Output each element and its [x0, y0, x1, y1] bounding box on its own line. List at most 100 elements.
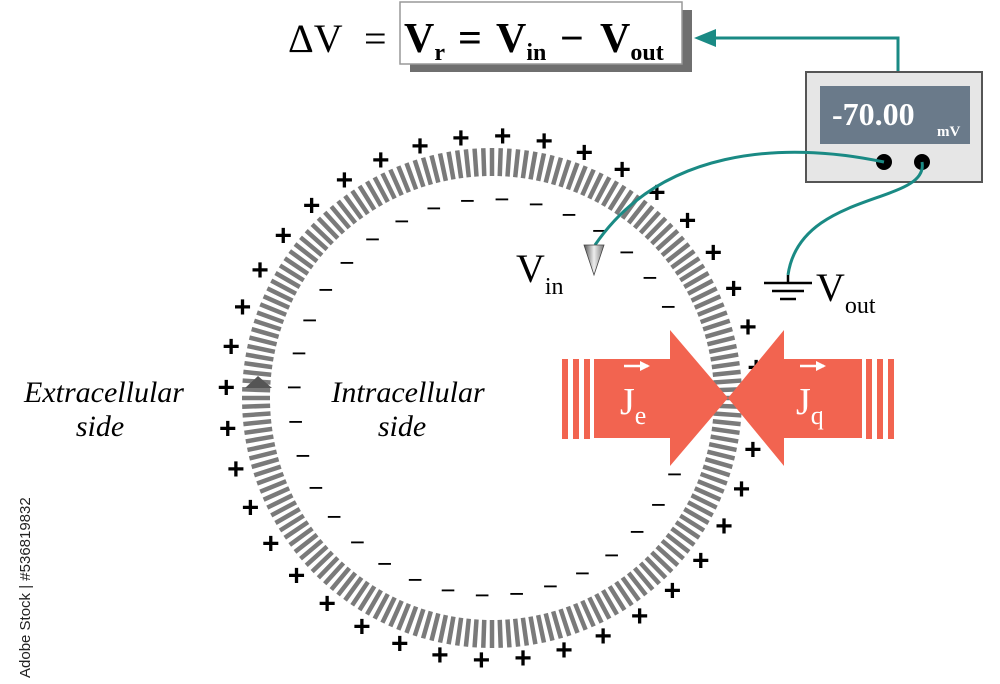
membrane-tick: [512, 618, 521, 647]
membrane-tick: [310, 550, 334, 574]
vin-probe: [583, 244, 605, 277]
membrane-tick: [520, 617, 530, 646]
minus-charge: −: [440, 575, 455, 605]
membrane-tick: [256, 310, 285, 325]
membrane-tick: [638, 561, 661, 586]
equation-lhs: ΔV: [288, 16, 343, 61]
membrane-tick: [660, 235, 685, 258]
membrane-tick: [710, 434, 739, 444]
membrane-tick: [243, 418, 272, 427]
membrane-tick: [702, 318, 731, 332]
minus-charge: −: [509, 578, 524, 608]
watermark-text: Adobe Stock | #536819832: [17, 497, 34, 678]
minus-charge: −: [407, 564, 422, 594]
membrane-tick: [446, 151, 456, 180]
membrane-tick: [412, 608, 426, 637]
equation-box: [399, 1, 683, 65]
plus-charge: +: [411, 130, 429, 163]
membrane-tick: [245, 434, 274, 444]
membrane-tick: [686, 278, 714, 296]
plus-charge: +: [353, 611, 371, 644]
je-label: Je: [620, 361, 650, 430]
plus-charge: +: [692, 544, 710, 577]
membrane-tick: [543, 612, 555, 642]
extracellular-charges: +++++++++++++++++++++++++++++++++++++++: [217, 120, 764, 677]
minus-charge: −: [327, 502, 342, 532]
plus-charge: +: [664, 575, 682, 608]
meter-reading: -70.00: [832, 96, 915, 132]
minus-charge: −: [287, 372, 302, 402]
membrane-tick: [245, 352, 274, 362]
membrane-tick: [396, 602, 411, 631]
plus-charge: +: [303, 189, 321, 222]
membrane-tick: [299, 538, 324, 561]
plus-charge: +: [318, 588, 336, 621]
intracellular-label-line1: Intracellular: [330, 376, 485, 409]
minus-charge: −: [543, 571, 558, 601]
membrane-tick: [283, 520, 310, 540]
membrane-tick: [259, 302, 288, 317]
plus-charge: +: [452, 122, 470, 155]
plus-charge: +: [631, 600, 649, 633]
membrane-tick: [573, 165, 588, 194]
membrane-tick: [650, 222, 674, 246]
membrane-tick: [670, 249, 696, 270]
membrane-tick: [565, 605, 580, 634]
membrane-tick: [372, 176, 390, 204]
membrane-tick: [274, 271, 301, 289]
plus-charge: +: [274, 220, 292, 253]
membrane-tick: [712, 418, 741, 427]
membrane-tick: [650, 550, 674, 574]
membrane-tick: [505, 148, 512, 177]
jq-text: Jq: [796, 381, 824, 430]
membrane-tick: [248, 335, 278, 347]
membrane-tick: [380, 172, 397, 200]
membrane-pore: [245, 376, 272, 388]
membrane-tick: [683, 271, 710, 289]
plus-charge: +: [372, 144, 390, 177]
membrane-tick: [638, 210, 661, 235]
membrane-tick: [270, 500, 298, 518]
membrane-tick: [463, 149, 472, 178]
membrane-tick: [365, 589, 383, 616]
membrane-tick: [512, 149, 521, 178]
membrane-tick: [266, 286, 294, 303]
membrane-tick: [274, 507, 301, 525]
membrane-tick: [259, 479, 288, 494]
membrane-tick: [497, 619, 503, 648]
intracellular-label-line2: side: [378, 410, 426, 443]
membrane-tick: [350, 580, 370, 607]
membrane-tick: [535, 614, 547, 644]
membrane-tick: [626, 571, 648, 597]
membrane-tick: [690, 286, 718, 303]
minus-charge: −: [365, 224, 380, 254]
membrane-tick: [528, 616, 538, 645]
membrane-tick: [665, 532, 691, 554]
membrane-tick: [528, 151, 538, 180]
membrane-tick: [551, 157, 564, 186]
membrane-tick: [288, 526, 314, 547]
membrane-tick: [481, 148, 487, 177]
plus-charge: +: [705, 237, 723, 270]
membrane-tick: [253, 464, 282, 478]
membrane-tick: [690, 493, 718, 510]
membrane-tick: [551, 610, 564, 639]
ground-icon: [764, 275, 812, 301]
minus-charge: −: [460, 186, 475, 216]
membrane-tick: [679, 263, 706, 283]
membrane-tick: [558, 159, 572, 188]
minus-charge: −: [561, 200, 576, 230]
membrane-tick: [626, 199, 648, 225]
equation-vin: Vin: [496, 16, 546, 66]
membrane-tick: [463, 618, 472, 647]
membrane-tick: [614, 580, 634, 607]
membrane-tick: [365, 180, 383, 207]
minus-charge: −: [302, 305, 317, 335]
jq-label: Jq: [796, 361, 826, 430]
minus-charge: −: [667, 459, 682, 489]
membrane-tick: [262, 294, 291, 310]
membrane-tick: [242, 387, 271, 393]
membrane-tick: [316, 556, 340, 580]
membrane-tick: [412, 159, 426, 188]
